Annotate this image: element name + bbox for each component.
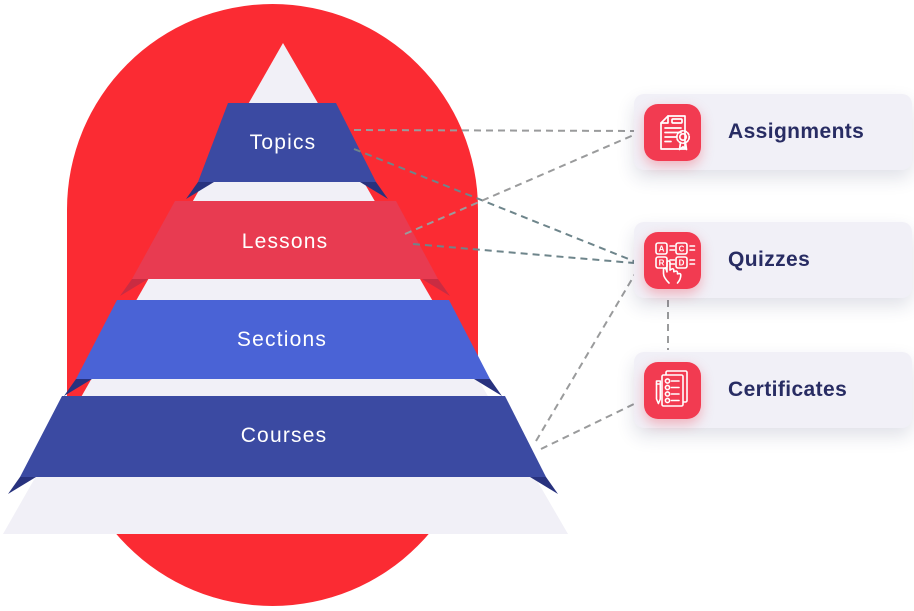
quiz-option-letter-a: A <box>658 245 664 254</box>
connector-lessons-quizzes <box>412 243 635 264</box>
layer-lessons <box>132 201 438 279</box>
courses-fold-right <box>530 477 558 494</box>
quiz-option-letter-d: D <box>678 259 684 268</box>
quiz-option-letter-c: C <box>678 245 684 254</box>
lessons-fold-left <box>120 279 148 296</box>
layer-topics <box>198 103 376 182</box>
quiz-option-letter-r: R <box>658 259 664 268</box>
connector-topics-assignments <box>353 129 638 132</box>
lessons-fold-right <box>422 279 450 296</box>
quiz-answer-options-hand-icon: A C R D <box>654 242 695 284</box>
certificates-card: Certificates <box>634 352 912 428</box>
sections-fold-right <box>474 379 502 396</box>
layer-sections <box>76 300 490 379</box>
connector-topics-quizzes <box>353 148 637 263</box>
connector-courses-certificates <box>540 403 635 450</box>
topics-fold-right <box>360 182 388 199</box>
assignment-document-award-icon <box>659 115 690 151</box>
quizzes-card: A C R D Quizzes <box>634 222 912 298</box>
certificates-card-label: Certificates <box>728 378 848 401</box>
sections-fold-left <box>64 379 92 396</box>
assignments-card: Assignments <box>634 94 912 170</box>
connector-courses-quizzes <box>535 268 639 442</box>
certificate-checklist-pencil-icon <box>655 370 688 407</box>
layer-courses <box>20 396 546 477</box>
quizzes-card-label: Quizzes <box>728 248 811 271</box>
courses-fold-left <box>8 477 36 494</box>
assignments-card-label: Assignments <box>728 120 865 143</box>
certificates-icon-tile <box>644 361 701 419</box>
topics-fold-left <box>186 182 214 199</box>
connector-lessons-assignments <box>404 133 637 235</box>
assignments-icon-tile <box>644 103 701 161</box>
quizzes-icon-tile: A C R D <box>644 231 701 289</box>
